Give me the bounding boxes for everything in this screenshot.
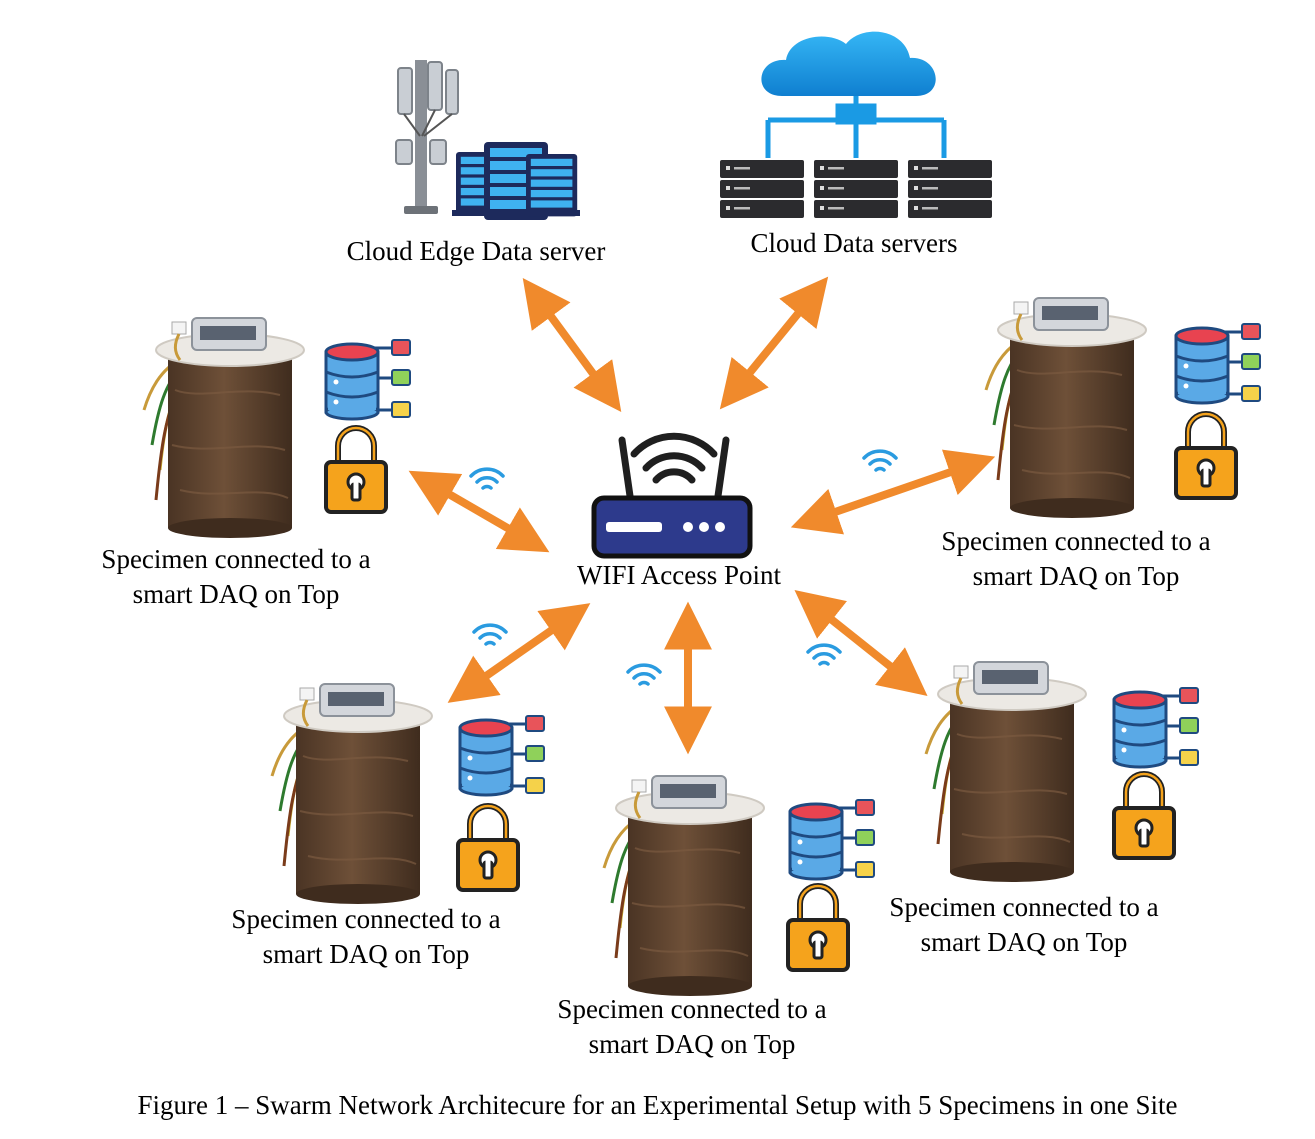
lock-icon <box>458 806 518 890</box>
database-icon <box>1174 322 1262 405</box>
cloud-icon <box>761 31 936 96</box>
specimen-label-line1: Specimen connected to a <box>557 994 827 1024</box>
database-icon <box>1112 686 1200 769</box>
specimen-label-line2: smart DAQ on Top <box>132 579 340 609</box>
wifi-icon <box>806 643 842 666</box>
specimen-label-line1: Specimen connected to a <box>101 544 371 574</box>
connection-arrows <box>408 276 996 755</box>
specimen-1-icon <box>142 316 412 540</box>
specimen-label: Specimen connected to a smart DAQ on Top <box>522 992 862 1062</box>
specimen-3-icon <box>270 682 546 906</box>
wifi-icon <box>626 663 662 686</box>
lock-icon <box>1176 414 1236 498</box>
arrow-ap-cloud <box>719 276 829 410</box>
arrow-ap-specimen-2 <box>790 449 996 535</box>
database-icon <box>324 338 412 421</box>
specimen-label: Specimen connected to a smart DAQ on Top <box>854 890 1194 960</box>
database-icon <box>458 714 546 797</box>
specimen-label: Specimen connected to a smart DAQ on Top <box>66 542 406 612</box>
lock-icon <box>788 886 848 970</box>
edge-server-icon <box>395 60 580 220</box>
router-icon <box>591 432 753 559</box>
cloud-servers-icon <box>720 31 992 218</box>
specimen-label-line2: smart DAQ on Top <box>920 927 1128 957</box>
specimen-4-icon <box>602 774 876 998</box>
wifi-icon <box>469 467 505 490</box>
cell-tower-icon <box>395 60 459 214</box>
specimen-label-line1: Specimen connected to a <box>231 904 501 934</box>
specimen-label-line2: smart DAQ on Top <box>972 561 1180 591</box>
specimen-label: Specimen connected to a smart DAQ on Top <box>906 524 1246 594</box>
network-lines <box>765 96 947 158</box>
specimen-label-line2: smart DAQ on Top <box>588 1029 796 1059</box>
arrow-ap-edge <box>522 277 622 413</box>
access-point-label: WIFI Access Point <box>577 560 781 590</box>
specimen-label-line1: Specimen connected to a <box>889 892 1159 922</box>
specimen-label-line1: Specimen connected to a <box>941 526 1211 556</box>
wifi-icon <box>472 623 508 646</box>
edge-server-label: Cloud Edge Data server <box>346 236 606 266</box>
specimen-5-icon <box>924 660 1200 884</box>
database-icon <box>788 798 876 881</box>
wifi-icon <box>862 449 898 472</box>
server-rack-icon <box>452 142 580 220</box>
lock-icon <box>326 428 386 512</box>
arrow-ap-specimen-5 <box>794 590 928 696</box>
arrow-ap-specimen-3 <box>447 603 591 703</box>
server-stack-icon <box>720 160 992 218</box>
cloud-servers-label: Cloud Data servers <box>750 228 958 258</box>
specimen-2-icon <box>984 296 1262 520</box>
lock-icon <box>1114 774 1174 858</box>
figure-caption: Figure 1 – Swarm Network Architecure for… <box>137 1090 1178 1120</box>
arrow-ap-specimen-1 <box>408 470 550 553</box>
specimen-label: Specimen connected to a smart DAQ on Top <box>196 902 536 972</box>
specimen-label-line2: smart DAQ on Top <box>262 939 470 969</box>
